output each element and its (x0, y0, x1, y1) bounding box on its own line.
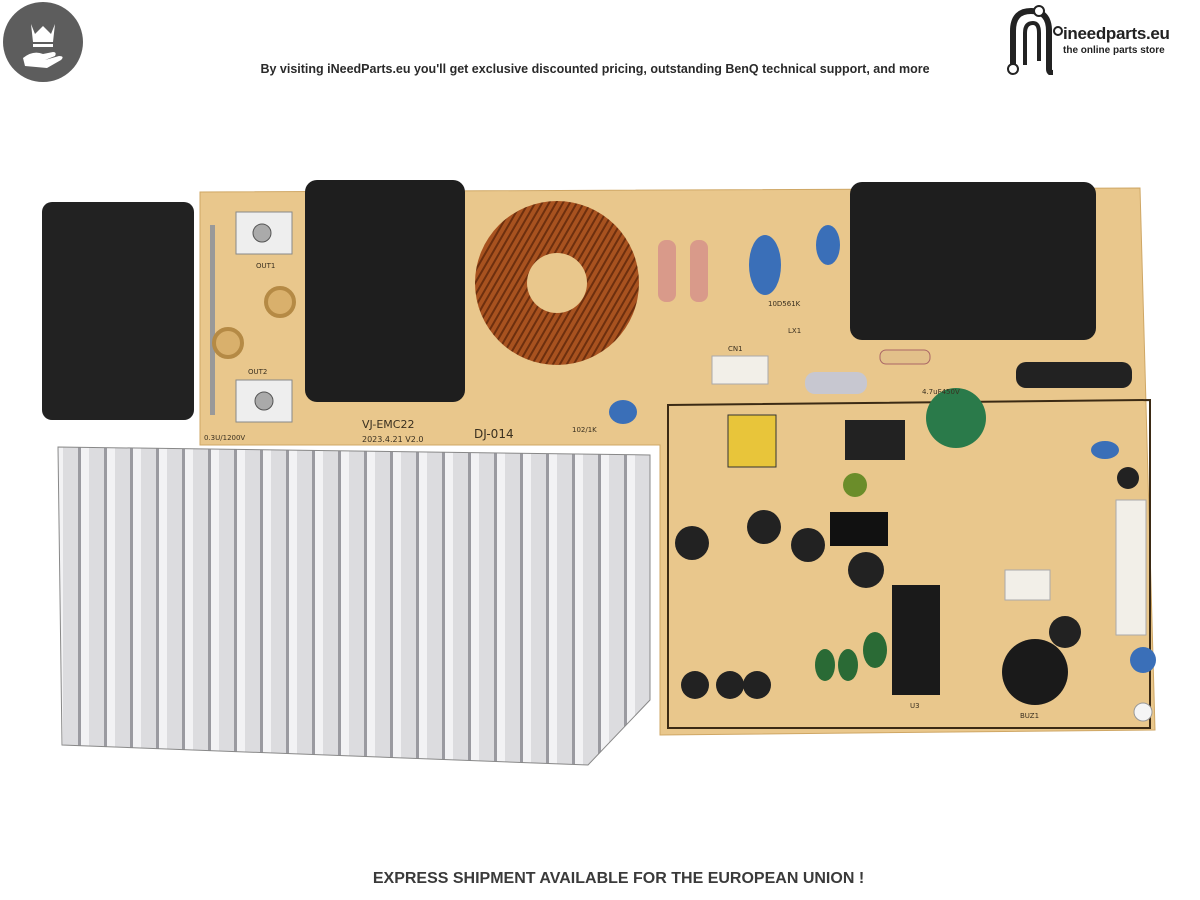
ineedparts-logo-icon (1007, 5, 1063, 75)
label-model: VJ-EMC22 (362, 418, 414, 431)
emc-choke (305, 180, 465, 402)
buzzer (1002, 639, 1068, 705)
label-buzzer: BUZ1 (1020, 712, 1039, 720)
shipping-banner: EXPRESS SHIPMENT AVAILABLE FOR THE EUROP… (372, 870, 865, 887)
crown-hand-badge (3, 2, 83, 82)
electrolytic-capacitor (926, 388, 986, 448)
aluminium-heatsink (57, 446, 651, 766)
film-capacitor (42, 202, 194, 420)
label-date: 2023.4.21 V2.0 (362, 435, 423, 444)
logo-name: ineedparts.eu (1063, 24, 1170, 43)
label-u3: U3 (910, 702, 920, 710)
label-cap-rating: 0.3U/1200V (204, 434, 245, 442)
product-photo-pcb: VJ-EMC22 2023.4.21 V2.0 DJ-014 0.3U/1200… (42, 180, 1156, 766)
relay (850, 182, 1096, 340)
ic-u3 (892, 585, 940, 695)
label-lx1: LX1 (788, 327, 801, 335)
promo-tagline: By visiting iNeedParts.eu you'll get exc… (260, 62, 930, 76)
label-c4: 102/1K (572, 426, 597, 434)
label-out1: OUT1 (256, 262, 275, 270)
control-section-outline (667, 398, 1151, 729)
label-zr1: 10D561K (768, 300, 801, 308)
logo-subtitle: the online parts store (1063, 45, 1165, 56)
label-cn1: CN1 (728, 345, 743, 353)
label-out2: OUT2 (248, 368, 267, 376)
label-code: DJ-014 (474, 427, 514, 441)
crown-on-hand-icon (23, 24, 63, 68)
label-e1: 4.7uF450V (922, 388, 960, 396)
